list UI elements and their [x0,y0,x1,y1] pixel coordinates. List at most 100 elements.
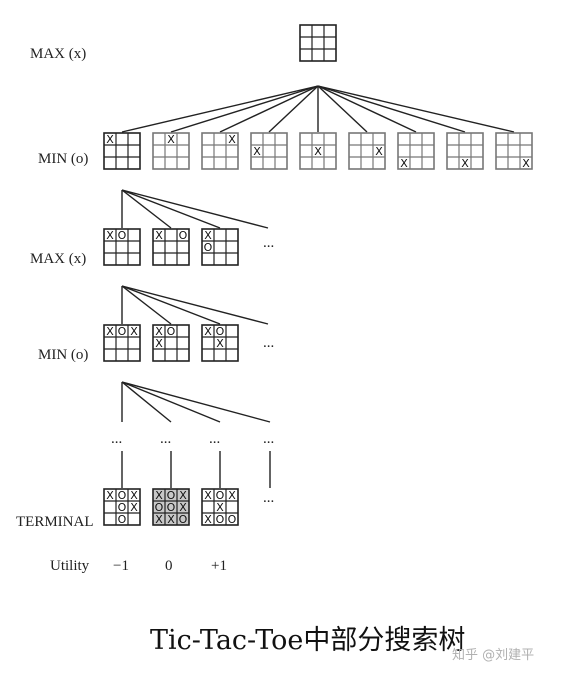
edge-root-to-l1-1 [121,85,319,133]
board-mark-x: X [375,145,383,158]
board-mark-x: X [179,501,187,514]
level-label-max-2: MAX (x) [30,251,86,267]
ellipsis-level-2: ... [263,235,274,251]
board-level1-9: X [495,132,533,170]
board-mark-x: X [106,489,114,502]
board-mark-o: O [216,513,225,526]
board-mark-x: X [106,133,114,146]
edge-l3-to-dots-4 [121,381,271,423]
level-label-min-1: MIN (o) [38,151,88,167]
level-label-min-2: MIN (o) [38,347,88,363]
ellipsis-row-1: ... [111,431,122,447]
board-mark-x: X [155,337,163,350]
board-mark-x: X [155,325,163,338]
board-mark-o: O [118,513,127,526]
edge-l1-to-l2-2 [121,189,172,229]
level-label-utility: Utility [50,558,90,574]
edge-l3-to-dots-3 [121,381,221,423]
board-mark-x: X [179,489,187,502]
tree-edges [121,85,515,488]
board-level2-3: XO [201,228,239,266]
edge-root-to-l1-2 [170,85,319,133]
board-mark-x: X [167,133,175,146]
board-mark-x: X [204,513,212,526]
board-root [299,24,337,62]
board-mark-o: O [118,325,127,338]
board-mark-x: X [167,513,175,526]
board-mark-o: O [167,489,176,502]
utility-value-2: 0 [165,558,173,574]
utility-value-1: −1 [113,558,129,574]
board-level1-5: X [299,132,337,170]
board-mark-o: O [118,489,127,502]
board-mark-x: X [400,157,408,170]
edge-root-to-l1-8 [317,85,466,133]
edge-l2-to-l3-3 [121,285,221,325]
edge-l2-to-more [121,285,269,325]
board-mark-x: X [216,337,224,350]
edge-l3-to-dots-2 [121,381,172,423]
board-level1-4: X [250,132,288,170]
board-mark-o: O [216,489,225,502]
board-mark-o: O [179,229,188,242]
board-level1-3: X [201,132,239,170]
watermark: 知乎 @刘建平 [452,648,535,663]
board-mark-x: X [228,489,236,502]
board-mark-x: X [314,145,322,158]
board-mark-o: O [118,229,127,242]
caption: Tic-Tac-Toe中部分搜索树 [150,625,466,656]
board-level1-8: X [446,132,484,170]
board-mark-x: X [216,501,224,514]
edge-l1-to-l2-3 [121,189,221,229]
board-mark-x: X [155,489,163,502]
ellipsis-row-2: ... [160,431,171,447]
board-mark-o: O [179,513,188,526]
board-mark-x: X [522,157,530,170]
ellipsis-terminal: ... [263,490,274,506]
board-level1-6: X [348,132,386,170]
board-mark-o: O [155,501,164,514]
board-mark-x: X [130,489,138,502]
board-mark-x: X [228,133,236,146]
board-mark-o: O [216,325,225,338]
board-mark-x: X [155,229,163,242]
board-mark-o: O [167,501,176,514]
utility-value-3: +1 [211,558,227,574]
board-mark-x: X [204,325,212,338]
board-mark-x: X [106,229,114,242]
level-label-terminal: TERMINAL [16,514,94,530]
board-mark-x: X [204,229,212,242]
board-mark-o: O [167,325,176,338]
edge-root-to-l1-7 [317,85,417,133]
board-mark-x: X [155,513,163,526]
board-level1-1: X [103,132,141,170]
ellipsis-row-4: ... [263,431,274,447]
level-label-max-1: MAX (x) [30,46,86,62]
board-level1-2: X [152,132,190,170]
edge-root-to-l1-3 [219,85,319,133]
edge-root-to-l1-4 [268,85,319,133]
board-mark-o: O [118,501,127,514]
edge-root-to-l1-6 [317,85,368,133]
edge-root-to-l1-9 [317,85,515,133]
ellipsis-level-3: ... [263,335,274,351]
edge-l2-to-l3-2 [121,285,172,325]
board-mark-x: X [204,489,212,502]
board-mark-x: X [461,157,469,170]
board-mark-x: X [130,325,138,338]
board-mark-o: O [228,513,237,526]
board-level1-7: X [397,132,435,170]
edge-l1-to-more [121,189,269,229]
board-mark-x: X [130,501,138,514]
ellipsis-row-3: ... [209,431,220,447]
